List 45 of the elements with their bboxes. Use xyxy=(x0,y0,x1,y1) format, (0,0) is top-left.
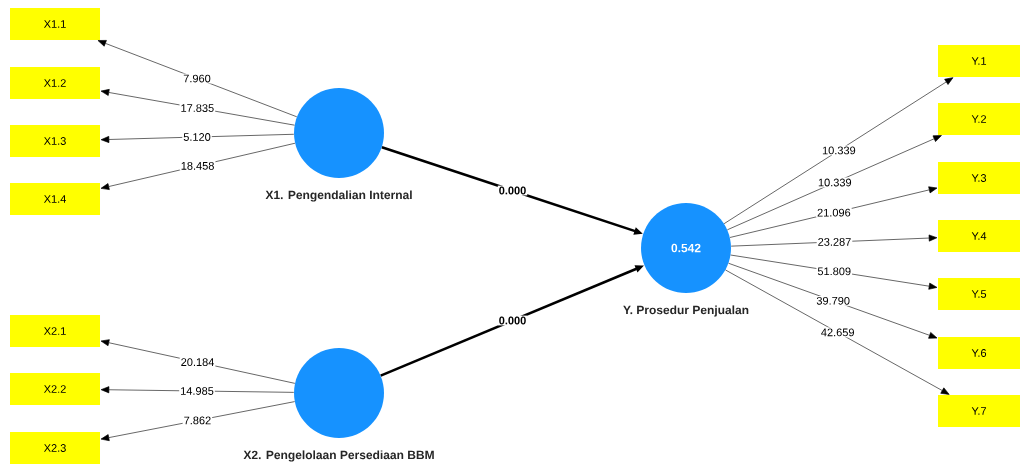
indicator-box: X2.3 xyxy=(10,432,100,464)
arrow xyxy=(97,40,298,118)
edge-label: 21.096 xyxy=(816,207,852,218)
arrow xyxy=(730,254,938,290)
arrow xyxy=(727,135,942,231)
edge-label: 0.000 xyxy=(497,315,528,326)
arrow xyxy=(723,77,954,224)
edge-label: 10.339 xyxy=(821,145,857,156)
edge-label: 23.287 xyxy=(816,237,853,247)
arrow xyxy=(100,386,295,394)
edge-label: 7.862 xyxy=(182,415,213,426)
arrow xyxy=(728,262,938,339)
edge-label: 51.809 xyxy=(816,266,853,277)
edge-label: 18.458 xyxy=(179,161,216,171)
edge-label: 7.960 xyxy=(182,73,212,84)
indicator-box: X2.2 xyxy=(10,373,100,405)
arrow xyxy=(100,401,295,441)
indicator-box: Y.3 xyxy=(938,162,1020,194)
edge-label: 0.000 xyxy=(497,185,528,196)
indicator-box: Y.2 xyxy=(938,103,1020,135)
indicator-box: X1.3 xyxy=(10,125,100,157)
indicator-box: Y.4 xyxy=(938,220,1020,252)
construct-label: X2. Pengelolaan Persediaan BBM xyxy=(243,450,434,462)
indicator-box: Y.1 xyxy=(938,45,1020,77)
indicator-box: Y.7 xyxy=(938,395,1020,427)
edge-label: 14.985 xyxy=(179,386,215,396)
indicator-box: X1.4 xyxy=(10,183,100,215)
edge-label: 10.339 xyxy=(816,177,853,188)
arrow xyxy=(100,339,296,384)
edge-label: 42.659 xyxy=(819,327,856,338)
arrow xyxy=(725,269,950,395)
arrow xyxy=(100,134,295,143)
indicator-box: X1.2 xyxy=(10,67,100,99)
indicator-box: Y.6 xyxy=(938,337,1020,369)
indicator-box: X1.1 xyxy=(10,8,100,40)
edge-label: 17.835 xyxy=(179,103,216,113)
edge-label: 20.184 xyxy=(179,357,216,367)
construct-label: X1. Pengendalian Internal xyxy=(265,190,412,202)
arrow xyxy=(100,142,296,190)
arrow xyxy=(730,234,938,247)
construct-label: Y. Prosedur Penjualan xyxy=(623,305,749,317)
edge-label: 39.790 xyxy=(815,295,851,306)
indicator-box: Y.5 xyxy=(938,278,1020,310)
edge-label: 5.120 xyxy=(182,132,212,142)
indicator-box: X2.1 xyxy=(10,315,100,347)
